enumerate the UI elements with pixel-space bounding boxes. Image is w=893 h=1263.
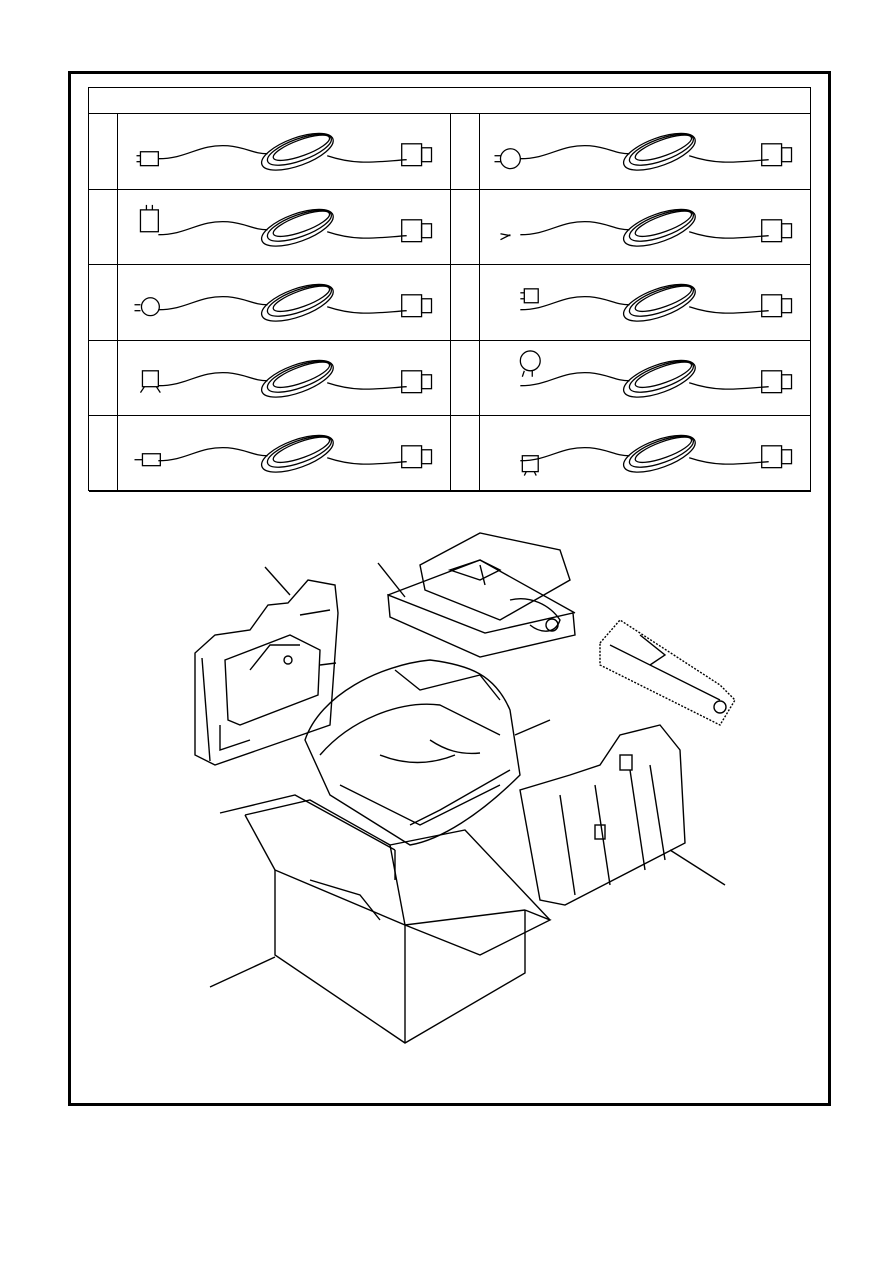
coiled-cord-icon (622, 132, 696, 171)
iec-connector-icon (761, 369, 793, 393)
power-cord-cell (480, 114, 811, 190)
left-foam-cushion (194, 579, 339, 766)
power-cord-cell (480, 416, 811, 492)
leader-line (377, 562, 406, 598)
leader-line (669, 849, 726, 886)
power-cord-cell (118, 114, 451, 190)
us-3pin-plug-icon (136, 151, 159, 167)
carton-box (219, 794, 552, 1044)
leader-line (514, 719, 551, 736)
power-cord-cell (118, 189, 451, 265)
bare-wire-icon (500, 232, 511, 240)
leader-line (264, 566, 291, 596)
coiled-cord-icon (260, 434, 334, 473)
row-number-right (451, 265, 480, 341)
row-number-left (89, 340, 118, 416)
accessory-tray (387, 532, 576, 658)
row-number-right (451, 114, 480, 190)
power-cord-table (88, 87, 811, 492)
packing-diagram (180, 525, 760, 1055)
iec-connector-icon (761, 143, 793, 167)
chinese-plug-icon (521, 455, 539, 476)
coiled-cord-icon (260, 132, 334, 171)
row-number-left (89, 265, 118, 341)
coiled-cord-icon (622, 359, 696, 398)
page-frame (68, 71, 831, 1106)
coiled-cord-icon (260, 208, 334, 247)
row-number-left (89, 416, 118, 492)
coiled-cord-icon (622, 208, 696, 247)
power-cord-cell (118, 340, 451, 416)
coiled-cord-icon (260, 359, 334, 398)
iec-connector-icon (401, 294, 433, 318)
leader-line (209, 956, 276, 988)
danish-plug-icon (519, 349, 541, 377)
row-number-left (89, 189, 118, 265)
row-number-right (451, 189, 480, 265)
row-number-left (89, 114, 118, 190)
power-cord-cell (480, 265, 811, 341)
iec-connector-icon (401, 143, 433, 167)
coiled-cord-icon (260, 283, 334, 322)
european-plug-icon (134, 297, 160, 317)
table-header (89, 88, 810, 114)
australian-plug-icon (139, 369, 161, 393)
drum-cartridge (599, 619, 736, 726)
swiss-plug-icon (520, 288, 539, 304)
right-foam-cushion (519, 724, 686, 906)
italian-plug-icon (134, 453, 161, 467)
row-number-right (451, 340, 480, 416)
power-cord-cell (480, 340, 811, 416)
iec-connector-icon (401, 445, 433, 469)
fax-machine-in-bag (304, 659, 521, 846)
power-cord-cell (480, 189, 811, 265)
row-number-right (451, 416, 480, 492)
iec-connector-icon (761, 294, 793, 318)
uk-plug-icon (139, 204, 159, 232)
schuko-plug-icon (494, 148, 521, 170)
iec-connector-icon (761, 445, 793, 469)
coiled-cord-icon (622, 434, 696, 473)
iec-connector-icon (761, 218, 793, 242)
power-cord-cell (118, 416, 451, 492)
iec-connector-icon (401, 218, 433, 242)
iec-connector-icon (401, 369, 433, 393)
power-cord-cell (118, 265, 451, 341)
coiled-cord-icon (622, 283, 696, 322)
